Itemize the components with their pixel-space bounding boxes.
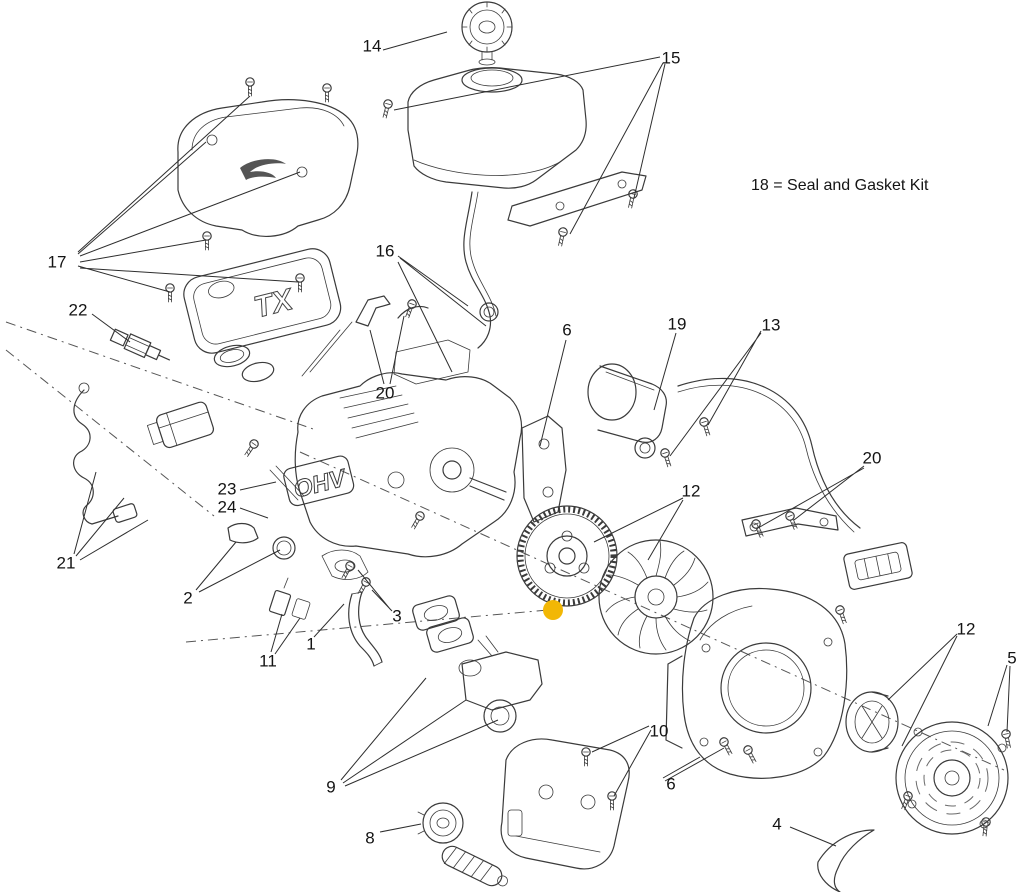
callout-21[interactable]: 21 (56, 553, 76, 573)
starter-handle (441, 845, 508, 887)
callout-17[interactable]: 17 (47, 252, 67, 272)
callout-2[interactable]: 2 (183, 588, 193, 608)
callout-24[interactable]: 24 (217, 497, 237, 517)
back-plate (521, 415, 567, 523)
valve-cover: TX (183, 248, 342, 354)
seal-gasket-kit-note: 18 = Seal and Gasket Kit (751, 177, 929, 194)
callout-14[interactable]: 14 (362, 36, 382, 56)
primer-bulb (417, 802, 464, 844)
flywheel (516, 505, 618, 607)
valve-cover-marking: TX (251, 283, 298, 325)
muffler-shroud (500, 738, 630, 870)
callout-15[interactable]: 15 (661, 48, 681, 68)
callout-10[interactable]: 10 (649, 721, 669, 741)
starter-cable (677, 377, 913, 590)
callout-5[interactable]: 5 (1007, 648, 1017, 668)
callout-13[interactable]: 13 (761, 315, 781, 335)
callout-8[interactable]: 8 (365, 828, 375, 848)
callout-6-top[interactable]: 6 (562, 320, 572, 340)
fuel-cap (461, 1, 513, 66)
fuel-line (463, 191, 499, 349)
callout-9[interactable]: 9 (326, 777, 336, 797)
engine-block-marking: OHV (291, 464, 350, 503)
callout-23[interactable]: 23 (217, 479, 237, 499)
cover-gaskets (213, 344, 275, 383)
fuel-tank (407, 67, 587, 189)
spark-plug (109, 328, 171, 361)
stop-switch (268, 577, 311, 620)
electric-starter (587, 363, 667, 459)
blower-housing (665, 587, 848, 779)
recoil-starter (895, 721, 1009, 835)
callout-22[interactable]: 22 (68, 300, 88, 320)
selected-part-marker[interactable] (543, 600, 563, 620)
fuel-hose (348, 591, 383, 667)
callout-16[interactable]: 16 (375, 241, 395, 261)
leader-lines (73, 31, 1011, 847)
cooling-fan (598, 539, 714, 655)
centerlines (5, 321, 1005, 771)
engine-block: OHV (283, 329, 523, 580)
rope-guide (817, 829, 875, 892)
starter-cup (845, 691, 899, 753)
callout-6-bottom[interactable]: 6 (666, 774, 676, 794)
callout-4[interactable]: 4 (772, 814, 782, 834)
callout-12-right[interactable]: 12 (956, 619, 976, 639)
ignition-coil (146, 401, 215, 449)
brand-logo (240, 159, 286, 180)
mounting-bracket (741, 507, 839, 537)
callout-3[interactable]: 3 (392, 606, 402, 626)
engine-cover-top (177, 99, 359, 237)
carburetor (412, 595, 543, 733)
callout-11[interactable]: 11 (259, 651, 277, 671)
callout-19[interactable]: 19 (667, 314, 687, 334)
callout-12-left[interactable]: 12 (681, 481, 701, 501)
callout-20-left[interactable]: 20 (375, 383, 395, 403)
callout-1[interactable]: 1 (306, 634, 316, 654)
callout-20-right[interactable]: 20 (862, 448, 882, 468)
spark-plug-wire (73, 382, 138, 525)
oil-fill-parts (227, 465, 305, 560)
heat-shield (507, 171, 647, 227)
